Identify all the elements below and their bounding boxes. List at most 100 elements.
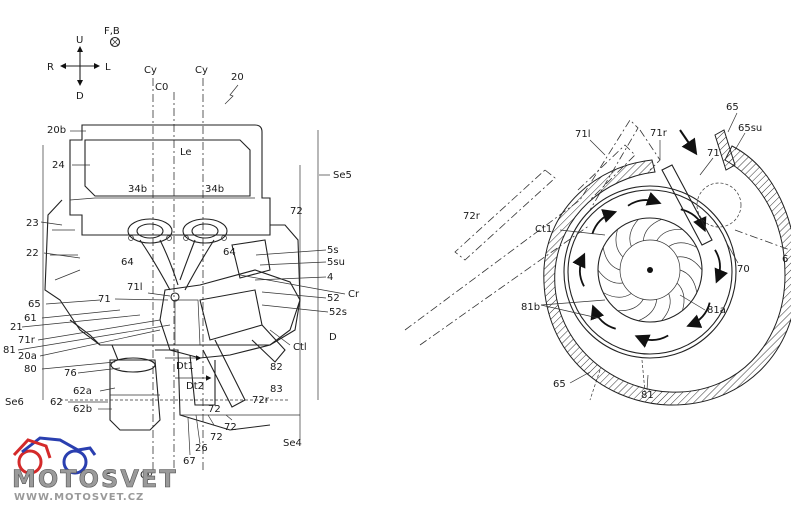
label-65: 65 — [28, 299, 41, 310]
turbine-blade — [602, 247, 621, 271]
direction-right-label: L — [105, 62, 111, 73]
wastegate-valve — [696, 182, 742, 228]
label-4: 4 — [327, 272, 333, 283]
exhaust-pipe-right — [179, 239, 215, 291]
turbine-blade — [668, 242, 698, 248]
label-72-b: 72 — [224, 422, 237, 433]
turbine-blade — [642, 218, 662, 241]
turbine-shaft — [647, 267, 653, 273]
flow-arrow-icon — [714, 249, 728, 284]
exhaust-port-right — [182, 218, 228, 244]
turbine-blade — [656, 228, 683, 241]
label-20b: 20b — [47, 125, 66, 136]
turbine-blade — [602, 292, 632, 298]
label-70: 70 — [737, 264, 750, 275]
right-leader-lines — [540, 112, 746, 391]
direction-front-back-label: F,B — [104, 26, 120, 37]
label-61: 61 — [24, 313, 37, 324]
label-62b: 62b — [73, 404, 92, 415]
label-6: 6 — [782, 254, 788, 265]
turbine-blade — [661, 293, 671, 321]
turbine-blade — [676, 256, 703, 271]
flow-arrow-icon — [591, 209, 618, 235]
label-dt1: Dt1 — [176, 361, 194, 372]
label-72-top: 72 — [290, 206, 303, 217]
label-24: 24 — [52, 160, 65, 171]
direction-indicator: U D L R F,B — [47, 26, 121, 102]
label-71l: 71l — [575, 129, 591, 140]
label-cr: Cr — [348, 289, 360, 300]
motosvet-logo: MOTOSVET WWW.MOTOSVET.CZ — [12, 436, 178, 503]
flow-arrow-icon — [572, 252, 586, 287]
label-52: 52 — [327, 293, 340, 304]
turbine-blades — [597, 218, 703, 322]
label-72r: 72r — [463, 211, 481, 222]
exhaust-port-left — [127, 218, 173, 244]
turbine-section-view: 65 65su 71l 71r 71 72r Ct1 70 6 81b 81a … — [404, 102, 791, 406]
label-64-left: 64 — [121, 257, 134, 268]
inflow-arrow-icon — [679, 129, 698, 156]
turbine-blade — [679, 269, 698, 293]
label-ctl: Ctl — [293, 342, 307, 353]
component-5s — [231, 239, 271, 279]
turbine-blade — [597, 269, 624, 284]
arrow-20-icon — [224, 84, 239, 105]
logo-url-text: WWW.MOTOSVET.CZ — [14, 492, 144, 503]
label-72-a: 72 — [208, 404, 221, 415]
label-34b-left: 34b — [128, 184, 147, 195]
label-65su: 65su — [738, 123, 762, 134]
label-64-right: 64 — [223, 247, 236, 258]
label-le: Le — [180, 147, 192, 158]
label-se6: Se6 — [5, 397, 24, 408]
label-76: 76 — [64, 368, 77, 379]
label-72-c: 72 — [210, 432, 223, 443]
label-21: 21 — [10, 322, 23, 333]
direction-up-label: U — [76, 35, 83, 46]
label-81: 81 — [641, 390, 654, 401]
label-83: 83 — [270, 384, 283, 395]
label-se5: Se5 — [333, 170, 352, 181]
flow-arrow-icon — [686, 302, 711, 328]
label-81a: 81a — [707, 305, 726, 316]
logo-brand-text: MOTOSVET — [12, 465, 178, 493]
turbine-blade — [638, 299, 658, 322]
turbine-blade — [676, 282, 685, 311]
label-71: 71 — [98, 294, 111, 305]
label-34b-right: 34b — [205, 184, 224, 195]
label-62a: 62a — [73, 386, 92, 397]
label-65-bottom: 65 — [553, 379, 566, 390]
label-dt2: Dt2 — [186, 381, 204, 392]
label-52s: 52s — [329, 307, 347, 318]
label-62: 62 — [50, 397, 63, 408]
flow-arrow-icon — [634, 334, 669, 348]
inlet-wall-65 — [714, 129, 736, 171]
label-81b: 81b — [521, 302, 540, 313]
label-65-top: 65 — [726, 102, 739, 113]
direction-down-label: D — [76, 91, 84, 102]
turbine-blade — [629, 219, 639, 247]
label-cy-left: Cy — [144, 65, 157, 76]
turbine-housing — [543, 145, 791, 406]
cylinder-head-cover — [69, 124, 271, 236]
motorcycle-icon — [12, 436, 97, 475]
guide-plate-71 — [661, 164, 713, 246]
leader-lines — [17, 130, 346, 410]
engine-front-view: Cy Cy C0 20 20b 24 Le Se5 34b 34b 23 72 … — [3, 65, 360, 483]
label-20: 20 — [231, 72, 244, 83]
turbine-blade — [615, 229, 624, 258]
label-22: 22 — [26, 248, 39, 259]
label-ct1: Ct1 — [535, 224, 552, 235]
oil-filter-62 — [109, 359, 161, 431]
label-5su: 5su — [327, 257, 345, 268]
exhaust-pipe-phantom — [404, 119, 639, 331]
flow-arrow-icon — [627, 191, 662, 207]
turbine-blade — [617, 299, 644, 312]
label-c0: C0 — [155, 82, 168, 93]
label-71r: 71r — [650, 128, 668, 139]
label-23: 23 — [26, 218, 39, 229]
label-71r: 71r — [18, 335, 36, 346]
label-cy-right: Cy — [195, 65, 208, 76]
label-67: 67 — [183, 456, 196, 467]
direction-left-label: R — [47, 62, 54, 73]
